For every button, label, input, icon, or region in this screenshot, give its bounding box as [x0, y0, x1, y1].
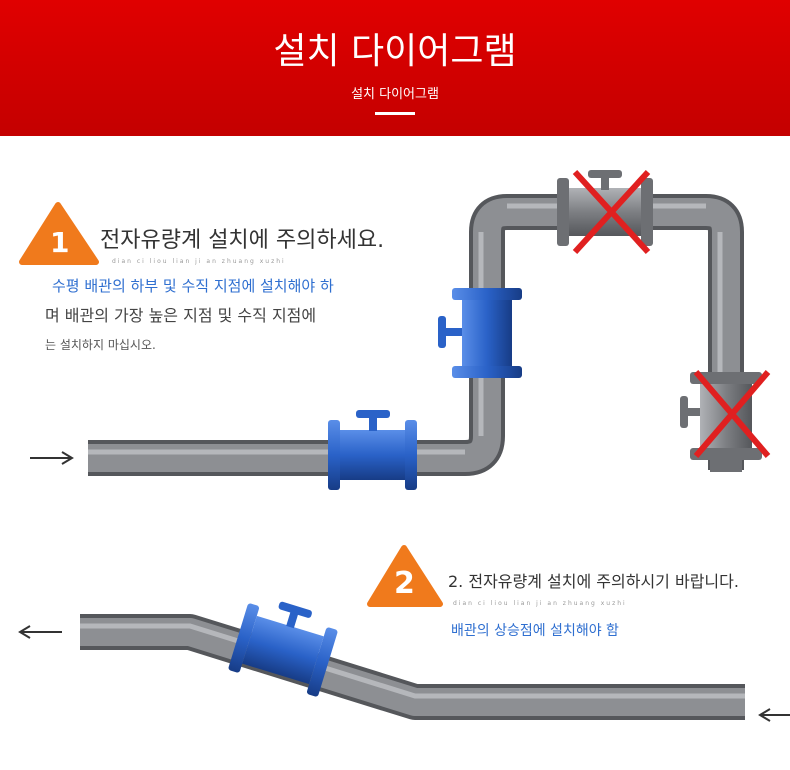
- outflow-arrow-icon: [18, 625, 62, 639]
- note2-pinyin: dian ci liou lian ji an zhuang xuzhi: [453, 600, 627, 607]
- note1-line3: 는 설치하지 마십시오.: [45, 338, 156, 352]
- flowmeter-top-wrong: [557, 169, 653, 255]
- flowmeter-inclined: [228, 601, 338, 697]
- inflow-arrow-icon: [758, 708, 790, 722]
- flowmeter-horizontal: [328, 410, 417, 490]
- note1-line1: 수평 배관의 하부 및 수직 지점에 설치해야 하: [52, 277, 334, 295]
- note1-line2: 며 배관의 가장 높은 지점 및 수직 지점에: [45, 306, 317, 325]
- badge-number: 2: [394, 566, 415, 601]
- badge-number: 1: [50, 226, 70, 259]
- warning-badge-1: [19, 202, 99, 265]
- warning-badge-2: [367, 545, 443, 607]
- title-underline: [375, 112, 415, 115]
- pipe-system-2: [80, 614, 745, 720]
- cross-icon: [693, 370, 771, 458]
- page-title: 설치 다이어그램: [273, 31, 517, 72]
- header-banner: 설치 다이어그램 설치 다이어그램: [0, 0, 790, 136]
- note1-heading: 전자유량계 설치에 주의하세요.: [100, 228, 385, 253]
- cross-icon: [572, 169, 651, 255]
- page-subtitle: 설치 다이어그램: [351, 87, 439, 102]
- note1-pinyin: dian ci liou lian ji an zhuang xuzhi: [112, 258, 286, 265]
- note2-heading: 2. 전자유량계 설치에 주의하시기 바랍니다.: [448, 572, 739, 591]
- flowmeter-right-wrong: [680, 370, 771, 472]
- flowmeter-vertical: [438, 288, 522, 378]
- inflow-arrow-icon: [30, 451, 74, 465]
- note2-line1: 배관의 상승점에 설치해야 함: [451, 623, 619, 639]
